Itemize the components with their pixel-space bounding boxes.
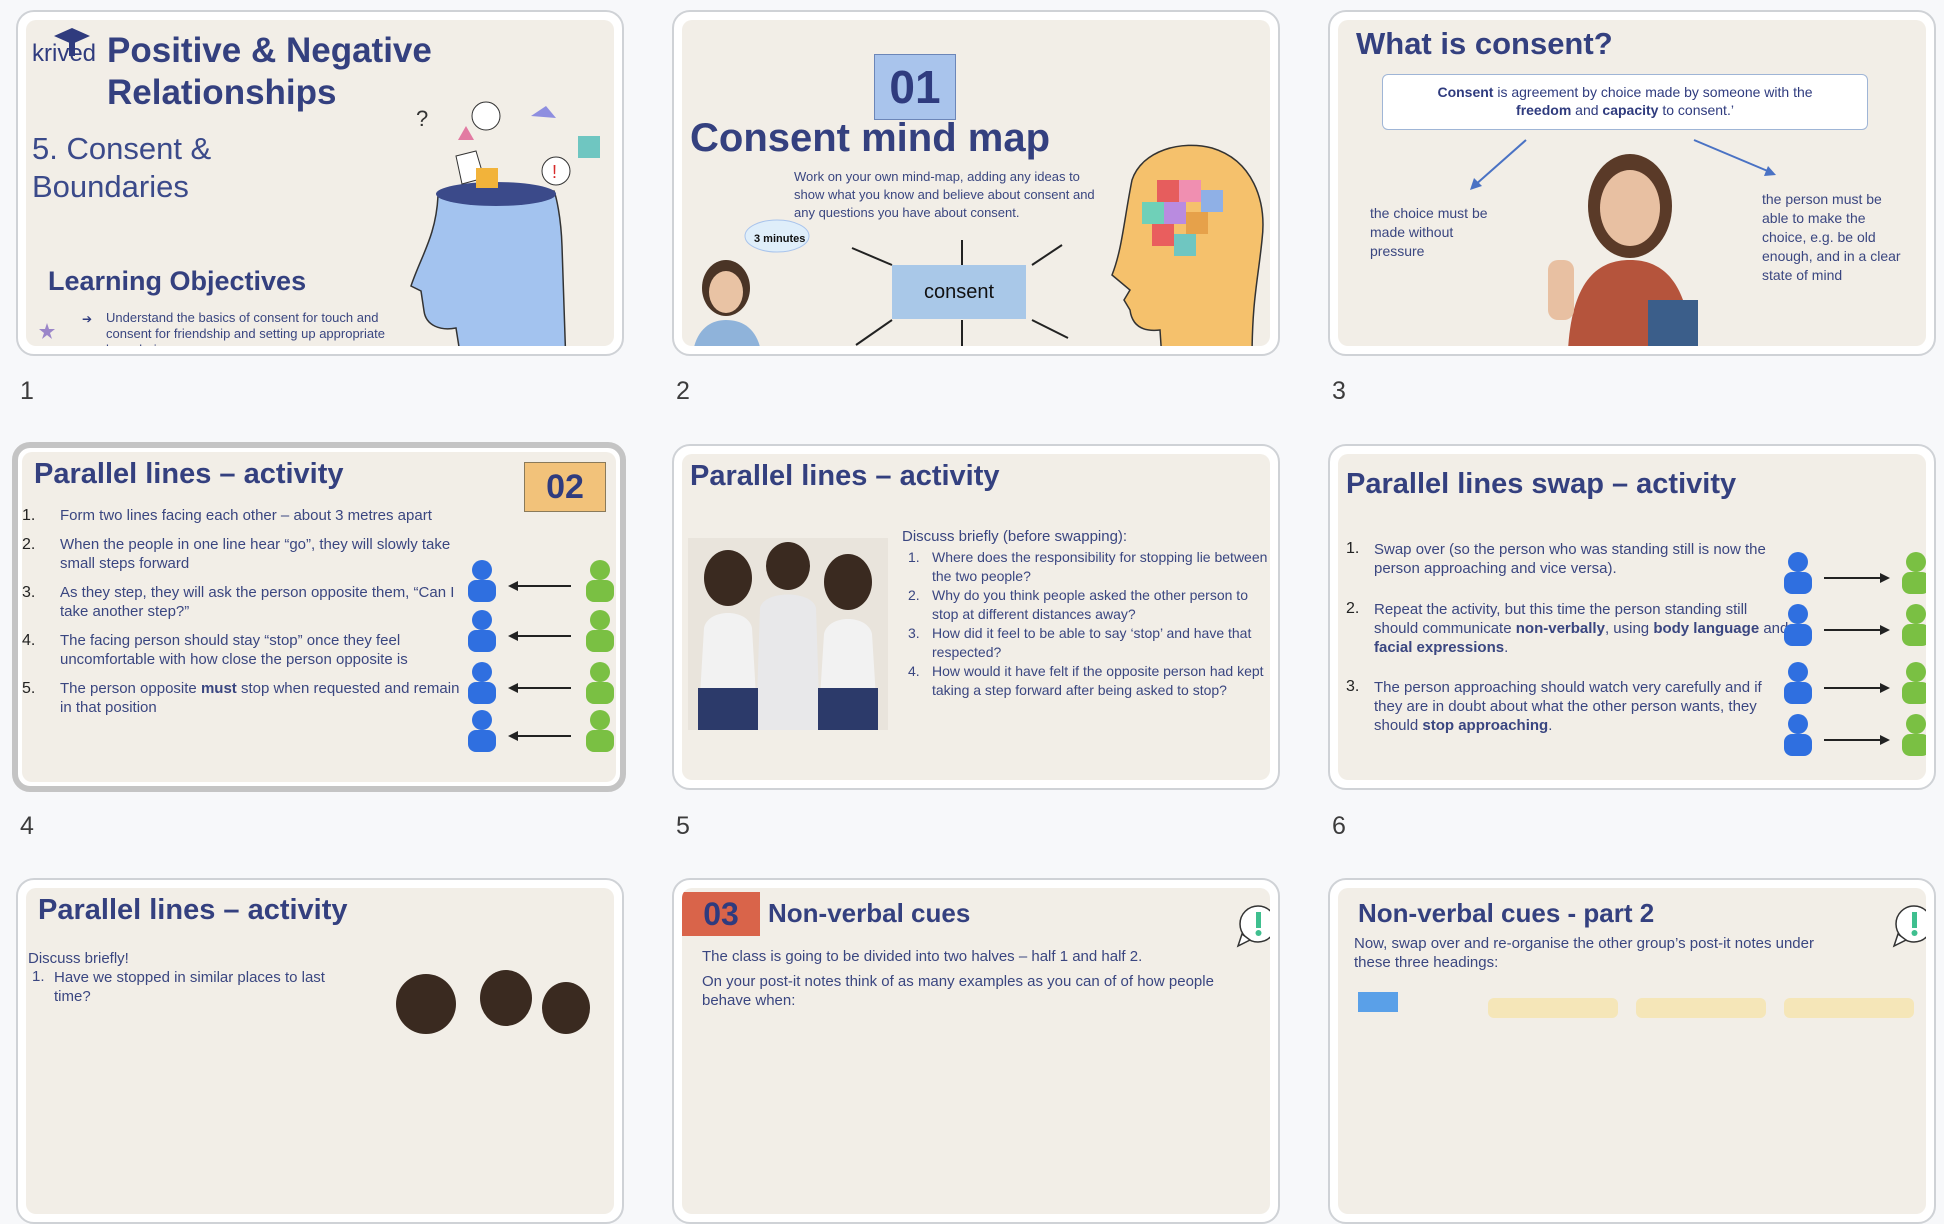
list-item: 2.Why do you think people asked the othe… [908, 587, 1248, 622]
heading-box [1488, 998, 1618, 1018]
heading-box [1636, 998, 1766, 1018]
exclamation-bubble-icon [1236, 905, 1270, 948]
slide-number: 2 [676, 377, 690, 405]
people-arrows-diagram [468, 560, 614, 752]
svg-text:?: ? [416, 106, 428, 131]
slide-number: 4 [20, 812, 34, 840]
slide-title: Non-verbal cues [768, 898, 971, 928]
instructions-text: On your post-it notes think of as many e… [702, 973, 1214, 1009]
girl-thumbs-up-photo [1548, 154, 1698, 346]
slide-canvas: What is consent? Consent is agreement by… [1338, 20, 1926, 346]
discussion-list: 1.Where does the responsibility for stop… [908, 548, 1268, 700]
slide-title: Parallel lines – activity [34, 458, 344, 490]
slide-thumbnail-6[interactable]: Parallel lines swap – activity 1. Swap o… [1328, 444, 1936, 790]
people-arrows-diagram [1784, 552, 1926, 756]
slide-canvas: krived Positive & Negative Relationships… [26, 20, 614, 346]
slide-title: Positive & Negative Relationships [107, 31, 432, 112]
list-item: 3.How did it feel to be able to say ‘sto… [908, 625, 1252, 660]
list-item: 3.As they step, they will ask the person… [22, 584, 455, 620]
step-text: Have we stopped in similar places to las… [54, 969, 325, 1005]
head-ideas-illustration: ! ? [410, 101, 600, 346]
arrow-bullet-icon: ➔ [82, 312, 93, 326]
discussion-lead: Discuss briefly! [28, 950, 129, 967]
mind-map-lines [851, 240, 1069, 346]
section-badge: 01 [874, 54, 956, 120]
definition-box: Consent is agreement by choice made by s… [1382, 74, 1868, 130]
step-number: 1. [1346, 540, 1360, 557]
slide-title: Parallel lines swap – activity [1346, 468, 1737, 500]
list-item: 4.The facing person should stay “stop” o… [22, 632, 408, 668]
step-text: Swap over (so the person who was standin… [1374, 541, 1766, 577]
slide-thumbnail-5[interactable]: Parallel lines – activity Discuss briefl… [672, 444, 1280, 790]
heading-box [1784, 998, 1914, 1018]
students-discussing-photo [688, 538, 888, 730]
slide-subtitle: 5. Consent & Boundaries [32, 131, 212, 204]
slide-canvas: 01 Consent mind map Work on your own min… [682, 20, 1270, 346]
section-badge: 03 [682, 892, 760, 936]
steps-list: 1.Form two lines facing each other – abo… [22, 506, 462, 727]
slide-canvas: Parallel lines – activity Discuss briefl… [682, 454, 1270, 780]
slide-thumbnail-1[interactable]: krived Positive & Negative Relationships… [16, 10, 624, 356]
list-item: 4.How would it have felt if the opposite… [908, 663, 1264, 698]
puzzle-head-illustration [1111, 144, 1264, 346]
slide-canvas: Non-verbal cues - part 2 Now, swap over … [1338, 888, 1926, 1214]
exclamation-bubble-icon [1892, 905, 1926, 948]
person-pair [468, 560, 614, 602]
slide-canvas: Parallel lines – activity Discuss briefl… [26, 888, 614, 1214]
slide-thumbnail-2[interactable]: 01 Consent mind map Work on your own min… [672, 10, 1280, 356]
arrow-left-icon [1470, 139, 1527, 190]
slide-thumbnail-3[interactable]: What is consent? Consent is agreement by… [1328, 10, 1936, 356]
step-number: 3. [1346, 678, 1360, 695]
slide-number: 6 [1332, 812, 1346, 840]
intro-text: The class is going to be divided into tw… [702, 948, 1143, 965]
instructions-text: Now, swap over and re-organise the other… [1354, 935, 1814, 971]
slide-thumbnail-8[interactable]: 03 Non-verbal cues The class is going to… [672, 878, 1280, 1224]
list-item: 2.When the people in one line hear “go”,… [22, 536, 451, 572]
brand-name: krived [32, 40, 97, 67]
students-photo [396, 970, 590, 1034]
krived-logo-icon [54, 28, 90, 56]
step-number: 1. [32, 968, 45, 985]
step-text: The person approaching should watch very… [1374, 679, 1762, 734]
slide-thumbnail-9[interactable]: Non-verbal cues - part 2 Now, swap over … [1328, 878, 1936, 1224]
left-note: the choice must be made without pressure [1370, 205, 1488, 259]
timer-label: 3 minutes [754, 233, 806, 245]
section-badge: 02 [524, 462, 606, 512]
slide-title: What is consent? [1356, 26, 1613, 61]
slide-canvas: Parallel lines – activity 02 1.Form two … [22, 452, 616, 782]
post-it-notes [1358, 992, 1398, 1012]
slide-thumbnail-7[interactable]: Parallel lines – activity Discuss briefl… [16, 878, 624, 1224]
list-item: 5.The person opposite must stop when req… [22, 680, 460, 716]
slide-canvas: Parallel lines swap – activity 1. Swap o… [1338, 454, 1926, 780]
slide-title: Non-verbal cues - part 2 [1358, 898, 1655, 928]
slide-title: Parallel lines – activity [690, 460, 1000, 492]
star-icon [39, 323, 55, 339]
instructions-text: Work on your own mind-map, adding any id… [794, 169, 1095, 220]
objectives-heading: Learning Objectives [48, 266, 307, 296]
right-note: the person must be able to make the choi… [1762, 191, 1901, 283]
mind-map-center: consent [892, 265, 1026, 319]
discussion-lead: Discuss briefly (before swapping): [902, 528, 1128, 545]
slide-title: Consent mind map [690, 116, 1051, 160]
slide-number: 1 [20, 377, 34, 405]
slide-canvas: 03 Non-verbal cues The class is going to… [682, 888, 1270, 1214]
definition-term: Consent [1437, 84, 1494, 100]
list-item: 1.Where does the responsibility for stop… [908, 549, 1268, 584]
slide-number: 5 [676, 812, 690, 840]
arrow-right-icon [1693, 139, 1776, 176]
slide-number: 3 [1332, 377, 1346, 405]
step-number: 2. [1346, 600, 1360, 617]
thinking-girl-illustration [694, 260, 760, 346]
list-item: 1.Form two lines facing each other – abo… [22, 507, 432, 524]
objective-text: Understand the basics of consent for tou… [106, 310, 385, 346]
svg-text:!: ! [552, 162, 557, 182]
thought-cloud-icon [744, 219, 810, 253]
step-text: Repeat the activity, but this time the p… [1374, 601, 1789, 656]
slide-thumbnail-4[interactable]: Parallel lines – activity 02 1.Form two … [12, 442, 626, 792]
slide-title: Parallel lines – activity [38, 894, 348, 926]
